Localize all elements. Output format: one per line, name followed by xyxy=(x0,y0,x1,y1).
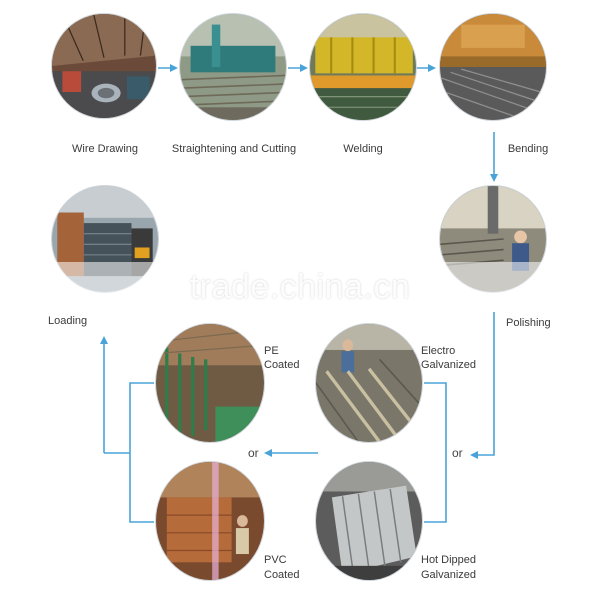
step-label-polishing: Polishing xyxy=(506,317,551,329)
step-label-pe-1: PE xyxy=(264,345,279,357)
step-label-pvc-1: PVC xyxy=(264,554,287,566)
or-label-galvanizing: or xyxy=(452,446,463,460)
step-label-wire-drawing: Wire Drawing xyxy=(71,143,139,155)
polishing-photo xyxy=(440,186,546,292)
pe-coated-photo xyxy=(156,324,264,442)
straightening-cutting-photo xyxy=(180,14,286,120)
wire-drawing-photo xyxy=(52,14,156,118)
step-label-hot-dipped-2: Galvanized xyxy=(421,569,477,581)
step-label-hot-dipped-1: Hot Dipped xyxy=(421,554,477,566)
step-label-loading: Loading xyxy=(48,315,88,327)
bracket-galvanizing xyxy=(424,382,447,523)
or-label-coating: or xyxy=(248,446,259,460)
arrow-polishing-to-galvanizing xyxy=(470,312,495,459)
bending-photo xyxy=(440,14,546,120)
step-label-pvc-2: Coated xyxy=(264,569,300,581)
step-label-electro-2: Galvanized xyxy=(421,359,477,371)
step-label-straightening: Straightening and Cutting xyxy=(171,143,297,155)
step-label-welding: Welding xyxy=(343,143,383,155)
bracket-coating xyxy=(129,382,154,523)
step-label-bending: Bending xyxy=(507,143,549,155)
pvc-coated-photo xyxy=(156,462,264,580)
welding-photo xyxy=(310,14,416,120)
step-label-pe-2: Coated xyxy=(264,359,300,371)
hot-dipped-galvanized-photo xyxy=(316,462,422,580)
electro-galvanized-photo xyxy=(316,324,422,442)
loading-photo xyxy=(52,186,158,292)
step-label-electro-1: Electro xyxy=(421,345,456,357)
